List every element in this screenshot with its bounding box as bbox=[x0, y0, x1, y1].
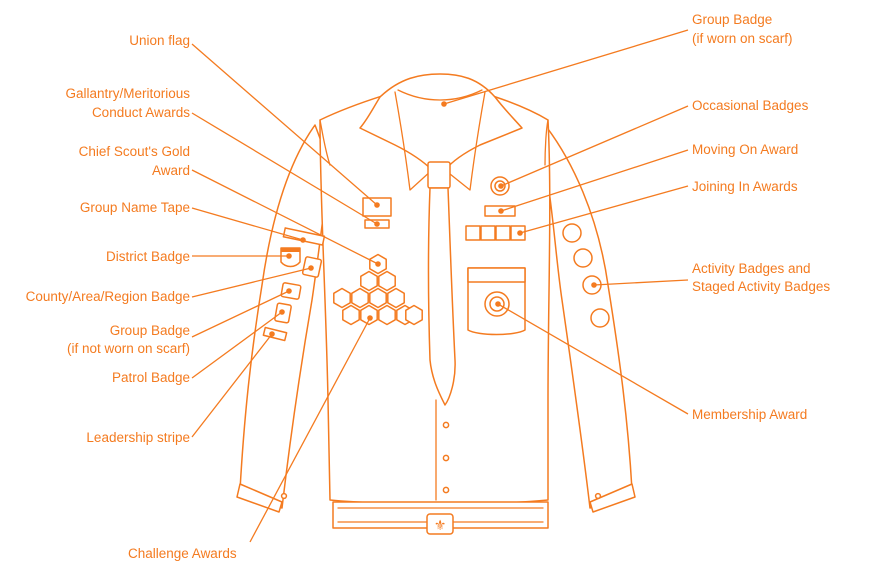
scarf-fold-right bbox=[444, 91, 486, 191]
label-activity-badges-line1: Activity Badges and bbox=[692, 261, 811, 276]
label-chief-scout-line1: Chief Scout's Gold bbox=[79, 144, 190, 159]
leader-lines bbox=[191, 29, 689, 543]
scarf-back bbox=[397, 89, 483, 101]
challenge-award-hexagon bbox=[360, 304, 378, 326]
label-moving-on-award: Moving On Award bbox=[692, 142, 798, 157]
left-labels: Union flag Gallantry/Meritorious Conduct… bbox=[26, 33, 191, 445]
district-badge-stripe bbox=[281, 248, 300, 252]
shirt-button bbox=[442, 454, 450, 462]
shirt-illustration: ⚜ bbox=[236, 73, 636, 535]
label-gallantry-line1: Gallantry/Meritorious bbox=[65, 86, 190, 101]
right-labels: Group Badge (if worn on scarf) Occasiona… bbox=[692, 12, 830, 422]
challenge-award-hexagon bbox=[378, 304, 396, 326]
challenge-award-hexagon bbox=[369, 287, 387, 309]
leader-line-joining-in-awards bbox=[519, 185, 689, 234]
label-occasional-badges: Occasional Badges bbox=[692, 98, 809, 113]
shoulder-seam-right bbox=[544, 119, 549, 166]
label-union-flag: Union flag bbox=[129, 33, 190, 48]
label-county-badge: County/Area/Region Badge bbox=[26, 289, 190, 304]
shirt-button bbox=[442, 421, 450, 429]
label-chief-scout-line2: Award bbox=[152, 163, 190, 178]
label-group-badge-scarf-line1: Group Badge bbox=[692, 12, 772, 27]
scarf-tail bbox=[427, 187, 456, 406]
right-cuff bbox=[589, 483, 636, 513]
label-group-badge-scarf-line2: (if worn on scarf) bbox=[692, 31, 793, 46]
label-activity-badges-line2: Staged Activity Badges bbox=[692, 279, 830, 294]
leader-line-gallantry bbox=[191, 112, 378, 225]
leader-line-moving-on-award bbox=[500, 149, 689, 212]
leader-line-membership-award bbox=[497, 303, 689, 415]
challenge-award-hexagon bbox=[360, 270, 378, 292]
belt-buckle bbox=[426, 513, 454, 535]
label-group-badge-line2: (if not worn on scarf) bbox=[67, 341, 190, 356]
leader-line-union-flag bbox=[191, 43, 378, 206]
scarf-fold-left bbox=[394, 91, 433, 191]
shoulder-seam-left bbox=[319, 119, 331, 166]
challenge-award-hexagon bbox=[333, 287, 351, 309]
label-membership-award: Membership Award bbox=[692, 407, 807, 422]
fleur-de-lis-icon: ⚜ bbox=[434, 518, 447, 534]
label-gallantry-line2: Conduct Awards bbox=[92, 105, 190, 120]
challenge-award-hexagon bbox=[351, 287, 369, 309]
leader-dots bbox=[269, 101, 597, 337]
leader-line-group-badge bbox=[191, 290, 290, 338]
leader-line-occasional-badges bbox=[500, 105, 689, 187]
leader-line-patrol-badge bbox=[191, 311, 283, 379]
label-district-badge: District Badge bbox=[106, 249, 190, 264]
leader-line-activity-badges bbox=[593, 279, 689, 286]
label-group-badge-line1: Group Badge bbox=[110, 323, 190, 338]
challenge-award-hexagon bbox=[342, 304, 360, 326]
label-joining-in-awards: Joining In Awards bbox=[692, 179, 798, 194]
leader-line-county-badge bbox=[191, 267, 312, 298]
leadership-stripe-badge bbox=[262, 326, 288, 342]
label-group-name-tape: Group Name Tape bbox=[80, 200, 190, 215]
challenge-awards-hexes bbox=[333, 253, 423, 326]
activity-badge bbox=[590, 308, 610, 328]
label-patrol-badge: Patrol Badge bbox=[112, 370, 190, 385]
leader-line-group-badge-scarf bbox=[443, 29, 689, 105]
challenge-award-hexagon bbox=[387, 287, 405, 309]
scarf-collar bbox=[359, 73, 523, 171]
cuff-button bbox=[280, 492, 288, 500]
challenge-award-hexagon bbox=[405, 304, 423, 326]
leader-line-leadership-stripe bbox=[191, 333, 273, 438]
scarf-woggle bbox=[427, 161, 451, 189]
leader-line-group-name-tape bbox=[191, 207, 304, 241]
leader-line-challenge-awards bbox=[249, 317, 371, 543]
cuff-button bbox=[594, 492, 602, 500]
shirt-button bbox=[442, 486, 450, 494]
left-cuff bbox=[236, 483, 283, 513]
breast-pocket-flap bbox=[467, 267, 526, 283]
label-challenge-awards: Challenge Awards bbox=[128, 546, 237, 561]
activity-badge bbox=[573, 248, 593, 268]
joining-in-awards-badges bbox=[465, 225, 526, 241]
leader-line-chief-scout bbox=[191, 169, 379, 265]
challenge-award-hexagon bbox=[378, 270, 396, 292]
activity-badge bbox=[562, 223, 582, 243]
label-leadership-stripe: Leadership stripe bbox=[86, 430, 190, 445]
